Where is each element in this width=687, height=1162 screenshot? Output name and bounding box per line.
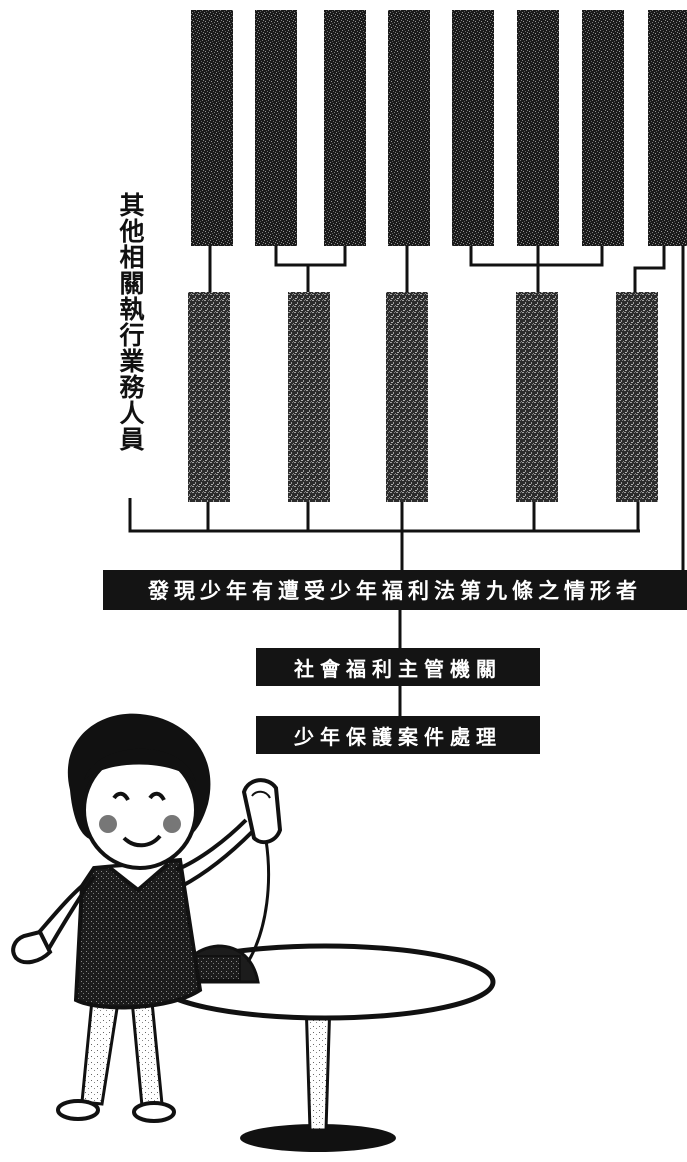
round-table-illustration [154,943,496,1152]
side-label-other-personnel: 其他相關執行業務人員 [108,188,152,496]
top-row-bars [191,10,687,246]
middle-row-bars [188,292,658,502]
top-bar-8 [648,10,687,246]
top-bar-2 [255,10,297,246]
top-bar-5 [452,10,494,246]
top-bar-3 [324,10,366,246]
welfare-authority-box: 社會福利主管機關 [256,648,540,686]
discover-box: 發現少年有遭受少年福利法第九條之情形者 [103,570,687,610]
woman-on-phone-illustration [11,713,496,1152]
woman-body [11,818,254,1010]
middle-bar-5 [616,292,658,502]
top-bar-1 [191,10,233,246]
bottom-bus-connectors [128,498,640,716]
middle-bar-2 [288,292,330,502]
juvenile-protection-box: 少年保護案件處理 [256,716,540,754]
top-bar-4 [388,10,430,246]
woman-head [67,713,211,870]
woman-legs [56,998,176,1123]
middle-bar-1 [188,292,230,502]
middle-bar-4 [516,292,558,502]
upper-connectors [208,246,685,571]
middle-bar-3 [386,292,428,502]
top-bar-6 [517,10,559,246]
top-bar-7 [582,10,624,246]
